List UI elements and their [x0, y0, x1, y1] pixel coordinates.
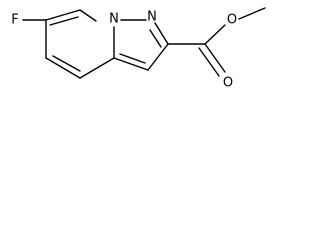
atom-nitrogen-bridge-label: N — [109, 12, 119, 27]
bond-c4-c3a — [79, 57, 115, 79]
atom-oxygen-ether-label: O — [227, 13, 237, 28]
atom-nitrogen-pyrazole-label: N — [147, 10, 157, 25]
molecule-structure: F N N O O — [11, 7, 266, 91]
atom-fluorine-label: F — [11, 13, 18, 28]
atom-oxygen-carbonyl-label: O — [223, 76, 233, 91]
structure-canvas: F N N O O — [0, 0, 276, 94]
bond-c2-c3 — [147, 43, 169, 71]
bond-c3-c3a — [113, 57, 149, 71]
bond-oether-methyl — [238, 7, 266, 20]
bond-c5-c4-inner — [52, 55, 81, 72]
bond-n1-c2 — [154, 22, 169, 45]
pyridine-ring — [22, 9, 115, 79]
bond-ccarbonyl-ocarbonyl — [204, 43, 226, 73]
ester-group — [167, 7, 266, 77]
bond-ccarbonyl-ocarbonyl-inner — [198, 47, 220, 77]
bond-c6-c7-inner — [49, 16, 79, 26]
bond-c7-n8 — [79, 9, 97, 22]
bond-c3-c3a-inner — [119, 53, 146, 64]
bond-n1-c2-inner — [149, 29, 162, 48]
bond-c6-c7 — [45, 9, 81, 21]
bond-ccarbonyl-oether — [204, 24, 226, 45]
pyrazole-ring — [113, 19, 169, 71]
bond-c5-c4 — [45, 57, 81, 79]
